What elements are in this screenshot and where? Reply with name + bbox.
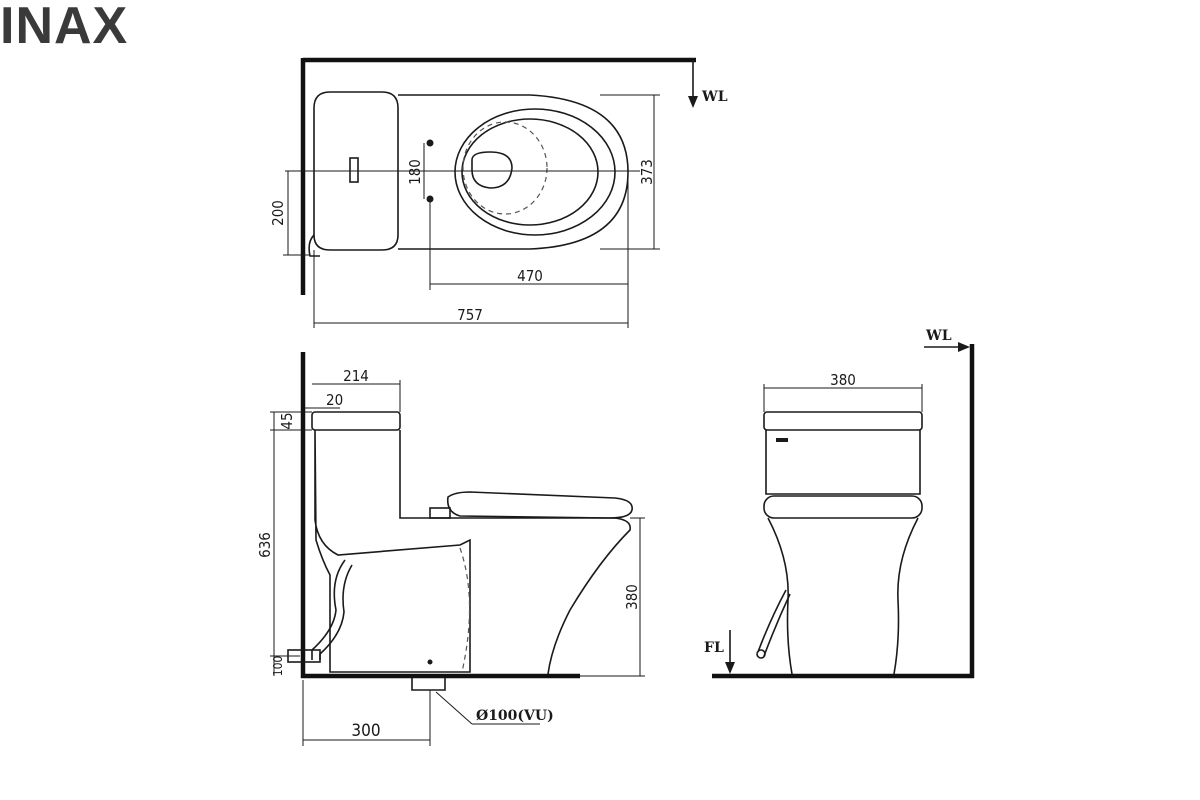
dim-214-text: 214	[343, 367, 369, 385]
side-body-rear	[314, 429, 471, 673]
bolt-top	[426, 139, 434, 147]
front-seat	[763, 495, 923, 519]
plan-seat-inner	[461, 118, 599, 226]
dim-636-text: 636	[256, 532, 274, 558]
side-trap-dashed	[459, 547, 471, 673]
fl-arrow-head	[725, 662, 735, 674]
dim-380-text: 380	[623, 584, 641, 610]
plan-bowl-dashed	[462, 121, 548, 215]
side-bowl-front	[435, 517, 632, 675]
side-outlet-mark	[427, 659, 433, 665]
dim-45-text: 45	[278, 412, 296, 429]
plan-bowl-outline	[398, 94, 629, 250]
front-supply-hose-2	[763, 593, 791, 657]
front-flush-lever	[776, 438, 788, 442]
front-tank-lid	[763, 411, 923, 431]
dim-757-text: 757	[457, 306, 483, 324]
front-view: WL FL 380	[704, 328, 975, 679]
outlet-leader	[435, 691, 473, 725]
plan-seat-outer	[454, 108, 616, 236]
plan-wl-label: WL	[701, 89, 728, 105]
dim-100-text: 100	[271, 656, 285, 677]
side-hinge	[429, 507, 451, 519]
front-tank-body	[765, 430, 921, 495]
front-wl-arrow-head	[958, 342, 970, 352]
dim-373-text: 373	[638, 159, 656, 185]
side-tank-front	[399, 430, 435, 519]
fl-label: FL	[704, 640, 724, 656]
dim-200-text: 200	[269, 200, 287, 226]
front-bowl-right	[893, 517, 919, 675]
plan-tank	[313, 91, 399, 251]
wl-arrow-head	[688, 96, 698, 108]
side-outlet-pipe	[411, 678, 446, 691]
side-supply-hose-2	[319, 564, 353, 660]
dim-300-text: 300	[351, 721, 380, 741]
side-view: 214 20 45 636 100 380 300 Ø100(VU)	[256, 352, 645, 746]
dim-180-text: 180	[406, 159, 424, 185]
plan-view: WL 180 200 373 470	[269, 57, 728, 328]
brand-logo: INAX	[0, 0, 129, 55]
side-supply-hose	[311, 559, 346, 660]
front-dim-380-text: 380	[830, 371, 856, 389]
front-wl-label: WL	[925, 328, 952, 344]
side-seat	[446, 491, 633, 519]
dim-470-text: 470	[517, 267, 543, 285]
front-valve	[756, 649, 766, 659]
outlet-label: Ø100(VU)	[476, 708, 554, 724]
supply-valve	[308, 234, 320, 257]
dim-20-text: 20	[326, 391, 343, 409]
plan-drain	[471, 151, 513, 189]
flush-button	[349, 157, 359, 183]
side-tank-lid	[311, 411, 401, 431]
front-supply-hose	[757, 589, 787, 653]
